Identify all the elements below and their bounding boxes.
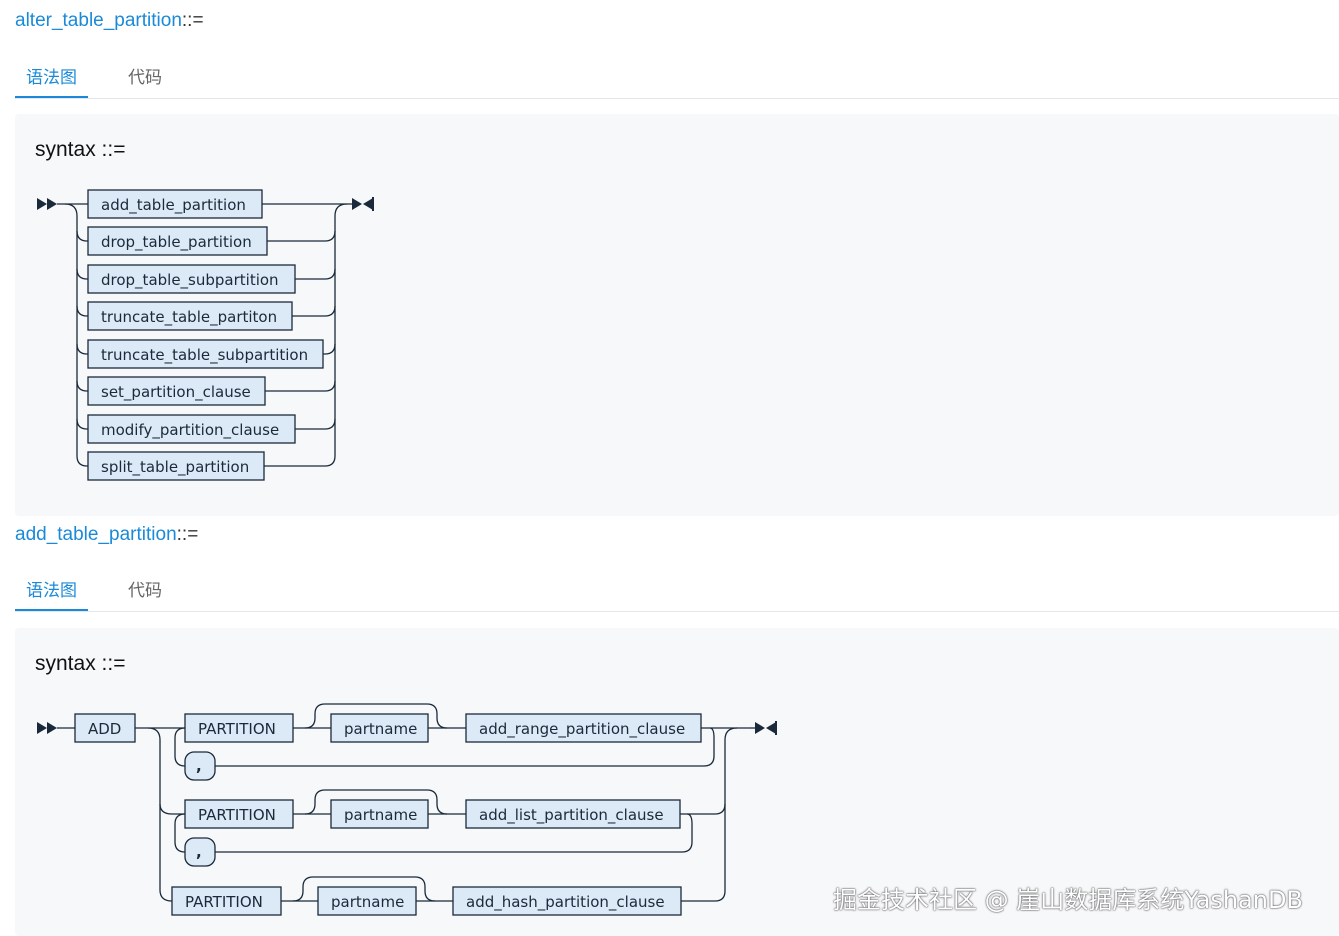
start-marker-icon	[37, 198, 57, 210]
rule-separator: ::=	[176, 524, 199, 545]
node-label: set_partition_clause	[101, 383, 251, 402]
node-truncate-table-subpartition[interactable]: truncate_table_subpartition	[87, 339, 324, 369]
node-partition-list[interactable]: PARTITION	[184, 799, 294, 829]
node-label: partname	[344, 720, 417, 738]
rule-title-add-table-partition[interactable]: add_table_partition::=	[15, 524, 198, 546]
tab-code[interactable]: 代码	[128, 68, 162, 88]
node-comma-range[interactable]: ,	[184, 751, 216, 781]
node-partition-hash[interactable]: PARTITION	[171, 886, 282, 916]
node-label: PARTITION	[198, 806, 276, 824]
end-marker-icon	[750, 721, 777, 735]
node-add-table-partition[interactable]: add_table_partition	[87, 189, 263, 219]
tab-diagram[interactable]: 语法图	[15, 60, 88, 98]
end-marker-icon	[352, 197, 374, 211]
node-add-range-partition-clause[interactable]: add_range_partition_clause	[465, 713, 702, 743]
node-label: PARTITION	[198, 720, 276, 738]
syntax-panel-1: syntax ::=	[15, 114, 1339, 516]
node-label: split_table_partition	[101, 458, 249, 477]
syntax-heading: syntax ::=	[35, 652, 125, 676]
rule-title-alter-table-partition[interactable]: alter_table_partition::=	[15, 10, 204, 32]
syntax-panel-2: syntax ::=	[15, 628, 1339, 936]
node-modify-partition-clause[interactable]: modify_partition_clause	[87, 414, 296, 444]
node-set-partition-clause[interactable]: set_partition_clause	[87, 376, 266, 406]
node-label: partname	[331, 893, 404, 911]
syntax-separator: ::=	[101, 138, 126, 161]
tab-code[interactable]: 代码	[128, 581, 162, 601]
node-partname-list[interactable]: partname	[330, 799, 429, 829]
node-label: modify_partition_clause	[101, 421, 279, 440]
node-label: ADD	[88, 720, 121, 738]
railroad-diagram-2: ADD PARTITION partname add_range_partiti…	[37, 703, 777, 916]
node-split-table-partition[interactable]: split_table_partition	[87, 451, 265, 481]
railroad-diagram-1: add_table_partition drop_table_partition…	[37, 189, 374, 481]
tab-bar-1: 语法图 代码	[15, 60, 1339, 99]
rule-name[interactable]: alter_table_partition	[15, 10, 182, 31]
node-partname-hash[interactable]: partname	[317, 886, 417, 916]
node-label: add_list_partition_clause	[479, 806, 664, 825]
node-label: add_range_partition_clause	[479, 720, 685, 739]
node-drop-table-partition[interactable]: drop_table_partition	[87, 226, 268, 256]
start-marker-icon	[37, 722, 57, 734]
node-add-list-partition-clause[interactable]: add_list_partition_clause	[465, 799, 681, 829]
node-comma-list[interactable]: ,	[184, 837, 216, 867]
node-add-hash-partition-clause[interactable]: add_hash_partition_clause	[452, 886, 682, 916]
node-label: drop_table_partition	[101, 233, 252, 252]
node-truncate-table-partiton[interactable]: truncate_table_partiton	[87, 301, 293, 331]
tab-bar-2: 语法图 代码	[15, 573, 1339, 612]
node-add[interactable]: ADD	[74, 713, 136, 743]
rule-separator: ::=	[181, 10, 204, 31]
tab-diagram[interactable]: 语法图	[15, 573, 88, 611]
syntax-label: syntax	[35, 138, 96, 161]
node-label: add_table_partition	[101, 196, 246, 215]
syntax-separator: ::=	[101, 652, 126, 675]
node-label: partname	[344, 806, 417, 824]
node-label: truncate_table_subpartition	[101, 346, 308, 365]
node-drop-table-subpartition[interactable]: drop_table_subpartition	[87, 264, 296, 294]
node-label: add_hash_partition_clause	[466, 893, 665, 912]
node-label: PARTITION	[185, 893, 263, 911]
syntax-heading: syntax ::=	[35, 138, 125, 162]
node-label: drop_table_subpartition	[101, 271, 279, 290]
node-partname-range[interactable]: partname	[330, 713, 429, 743]
syntax-label: syntax	[35, 652, 96, 675]
node-label: ,	[196, 757, 202, 775]
rule-name[interactable]: add_table_partition	[15, 524, 177, 545]
node-partition-range[interactable]: PARTITION	[184, 713, 294, 743]
node-label: ,	[196, 843, 202, 861]
node-label: truncate_table_partiton	[101, 308, 277, 327]
watermark: 掘金技术社区 @ 崖山数据库系统YashanDB	[833, 886, 1303, 914]
